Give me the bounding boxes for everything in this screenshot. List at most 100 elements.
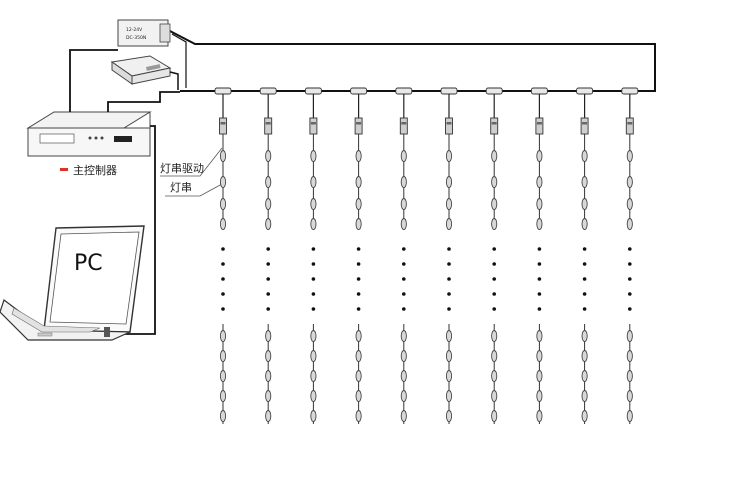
main-controller-label: 主控制器 bbox=[73, 163, 117, 177]
power-supply-label-1: 12-24V bbox=[126, 27, 143, 33]
led-bulb bbox=[445, 218, 453, 230]
continuation-dot bbox=[356, 292, 361, 296]
led-bulb bbox=[491, 198, 498, 210]
led-bulb bbox=[536, 350, 543, 362]
led-bulb bbox=[626, 218, 633, 230]
led-bulb bbox=[536, 330, 543, 342]
led-bulb bbox=[265, 350, 272, 362]
string-driver-band bbox=[265, 122, 271, 125]
continuation-dot bbox=[266, 277, 271, 281]
led-bulb bbox=[355, 176, 362, 188]
led-bulb bbox=[219, 176, 227, 188]
led-bulb bbox=[626, 390, 633, 402]
led-bulb bbox=[400, 350, 407, 362]
string-driver-band bbox=[356, 122, 362, 125]
string-driver bbox=[309, 117, 318, 135]
controller-marker bbox=[60, 168, 68, 171]
controller-to-supply-cable bbox=[69, 49, 118, 112]
led-bulb bbox=[445, 150, 453, 162]
continuation-dot bbox=[492, 277, 497, 281]
bus-t-connector bbox=[214, 87, 232, 95]
led-bulb bbox=[581, 176, 588, 188]
driver-callout-label: 灯串驱动 bbox=[160, 162, 204, 175]
continuation-dot bbox=[537, 262, 542, 266]
string-callout-label: 灯串 bbox=[170, 181, 192, 194]
led-bulb bbox=[355, 410, 362, 422]
string-driver bbox=[535, 117, 544, 135]
led-bulb bbox=[310, 198, 317, 210]
led-bulb bbox=[355, 330, 362, 342]
continuation-dot bbox=[221, 262, 225, 266]
led-bulb bbox=[445, 410, 453, 422]
led-bulb bbox=[265, 218, 272, 230]
continuation-dot bbox=[447, 277, 451, 281]
driver-callout-leader bbox=[160, 147, 223, 177]
led-bulb bbox=[310, 350, 317, 362]
power-bus-line-inner bbox=[171, 33, 187, 88]
led-bulb bbox=[400, 198, 407, 210]
string-driver bbox=[445, 117, 453, 135]
string-driver-band bbox=[401, 122, 407, 125]
string-callout-leader bbox=[165, 183, 223, 197]
led-bulb bbox=[491, 350, 498, 362]
continuation-dot bbox=[582, 307, 587, 311]
string-driver-band bbox=[220, 122, 226, 125]
continuation-dot bbox=[492, 307, 497, 311]
led-string-5 bbox=[395, 87, 413, 424]
continuation-dot bbox=[628, 307, 632, 311]
continuation-dot bbox=[402, 307, 406, 311]
string-driver-band bbox=[446, 122, 452, 125]
bus-t-connector bbox=[395, 87, 413, 95]
led-bulb bbox=[355, 390, 362, 402]
continuation-dot bbox=[311, 307, 316, 311]
led-bulb bbox=[219, 150, 227, 162]
continuation-dot bbox=[402, 247, 406, 251]
led-bulb bbox=[310, 176, 317, 188]
bus-t-connector bbox=[485, 87, 503, 95]
continuation-dot bbox=[311, 247, 316, 251]
led-bulb bbox=[219, 198, 227, 210]
led-bulb bbox=[265, 150, 272, 162]
led-bulb bbox=[491, 410, 498, 422]
continuation-dot bbox=[311, 262, 316, 266]
led-bulb bbox=[626, 198, 633, 210]
led-bulb bbox=[626, 350, 633, 362]
continuation-dot bbox=[402, 292, 406, 296]
led-bulb bbox=[536, 370, 543, 382]
led-bulb bbox=[445, 370, 453, 382]
led-bulb bbox=[265, 198, 272, 210]
continuation-dot bbox=[582, 262, 587, 266]
continuation-dot bbox=[537, 247, 542, 251]
led-bulb bbox=[265, 390, 272, 402]
continuation-dot bbox=[266, 262, 271, 266]
led-bulb bbox=[219, 370, 227, 382]
led-bulb bbox=[219, 350, 227, 362]
led-bulb bbox=[491, 218, 498, 230]
string-driver-band bbox=[627, 122, 633, 125]
continuation-dot bbox=[582, 247, 587, 251]
continuation-dot bbox=[582, 292, 587, 296]
continuation-dot bbox=[628, 247, 632, 251]
continuation-dot bbox=[356, 247, 361, 251]
led-bulb bbox=[536, 390, 543, 402]
continuation-dot bbox=[402, 277, 406, 281]
led-bulb bbox=[219, 390, 227, 402]
continuation-dot bbox=[221, 277, 225, 281]
led-bulb bbox=[265, 330, 272, 342]
string-driver bbox=[219, 117, 227, 135]
bus-t-connector bbox=[304, 87, 322, 95]
bus-t-connector bbox=[259, 87, 277, 95]
led-bulb bbox=[536, 150, 543, 162]
continuation-dot bbox=[447, 307, 451, 311]
continuation-dot bbox=[537, 292, 542, 296]
led-bulb bbox=[445, 198, 453, 210]
led-bulb bbox=[355, 218, 362, 230]
led-bulb bbox=[219, 218, 227, 230]
led-bulb bbox=[265, 370, 272, 382]
led-bulb bbox=[400, 410, 407, 422]
led-bulb bbox=[626, 330, 633, 342]
led-bulb bbox=[581, 218, 588, 230]
led-bulb bbox=[355, 150, 362, 162]
led-bulb bbox=[581, 330, 588, 342]
